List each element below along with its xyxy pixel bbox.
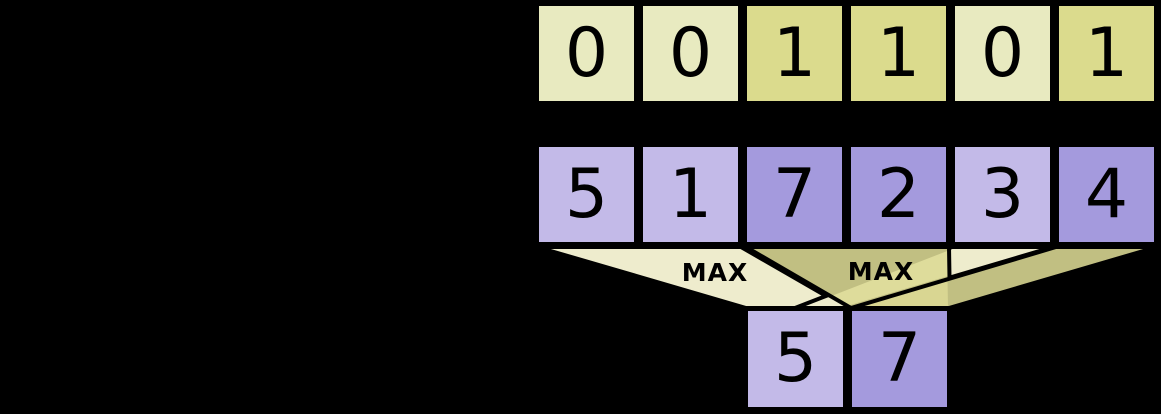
mask-cell-value: 0 bbox=[668, 13, 713, 93]
value-cell: 5 bbox=[536, 144, 637, 245]
mask-cell-value: 1 bbox=[1084, 13, 1129, 93]
mask-cell-value: 1 bbox=[772, 13, 817, 93]
mask-cell: 0 bbox=[536, 3, 637, 104]
value-cell: 2 bbox=[848, 144, 949, 245]
max-operation-label: MAX bbox=[681, 258, 749, 287]
mask-cell-value: 0 bbox=[980, 13, 1025, 93]
mask-cell: 1 bbox=[1056, 3, 1157, 104]
value-cell: 1 bbox=[640, 144, 741, 245]
mask-cell-value: 1 bbox=[876, 13, 921, 93]
result-cell-value: 5 bbox=[773, 319, 818, 398]
value-cell-value: 4 bbox=[1084, 154, 1129, 234]
value-cell-value: 5 bbox=[564, 154, 609, 234]
value-cell: 4 bbox=[1056, 144, 1157, 245]
value-cell-value: 7 bbox=[772, 154, 817, 234]
value-cell: 7 bbox=[744, 144, 845, 245]
value-cell-value: 2 bbox=[876, 154, 921, 234]
mask-cell-value: 0 bbox=[564, 13, 609, 93]
result-cell-value: 7 bbox=[877, 319, 922, 398]
result-cell: 7 bbox=[849, 308, 950, 410]
value-cell-value: 3 bbox=[980, 154, 1025, 234]
value-cell-value: 1 bbox=[668, 154, 713, 234]
max-operation-label: MAX bbox=[847, 257, 915, 286]
value-cell: 3 bbox=[952, 144, 1053, 245]
mask-cell: 0 bbox=[640, 3, 741, 104]
result-cell: 5 bbox=[745, 308, 846, 410]
mask-cell: 1 bbox=[848, 3, 949, 104]
mask-cell: 0 bbox=[952, 3, 1053, 104]
mask-cell: 1 bbox=[744, 3, 845, 104]
